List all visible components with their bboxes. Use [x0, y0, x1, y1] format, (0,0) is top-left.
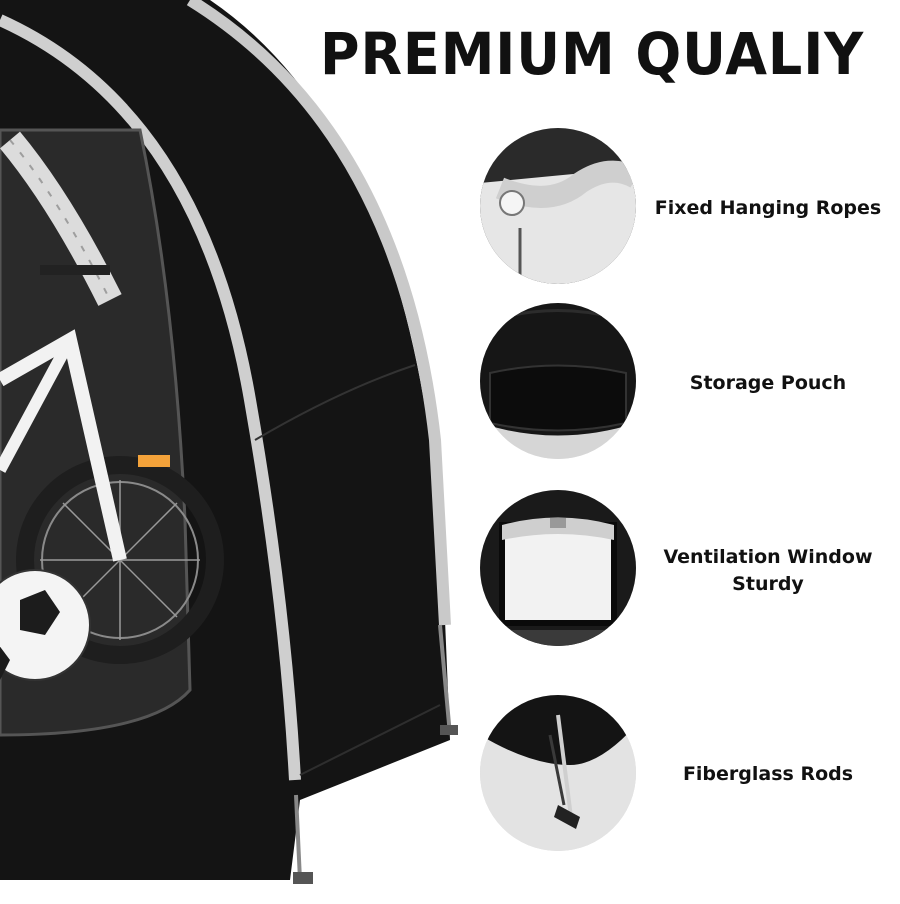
feature-label: Ventilation Window Sturdy [648, 544, 888, 598]
bike-storage-tent-icon [0, 0, 458, 884]
ventilation-window-icon [480, 490, 636, 646]
feature-label-line-1: Ventilation Window [663, 546, 873, 568]
storage-pouch-icon [480, 303, 636, 459]
headline: PREMIUM QUALIY [320, 20, 865, 88]
hanging-ropes-icon [480, 128, 636, 284]
tent-illustration [0, 0, 458, 884]
feature-item: Fiberglass Rods [478, 695, 898, 855]
feature-label: Fixed Hanging Ropes [654, 197, 882, 219]
feature-label: Fiberglass Rods [682, 763, 854, 785]
feature-item: Ventilation Window Sturdy [478, 490, 898, 650]
feature-label-line-2: Sturdy [732, 573, 804, 595]
feature-item: Fixed Hanging Ropes [478, 128, 898, 288]
feature-item: Storage Pouch [478, 303, 898, 463]
feature-label: Storage Pouch [689, 372, 847, 394]
fiberglass-rods-icon [480, 695, 636, 851]
